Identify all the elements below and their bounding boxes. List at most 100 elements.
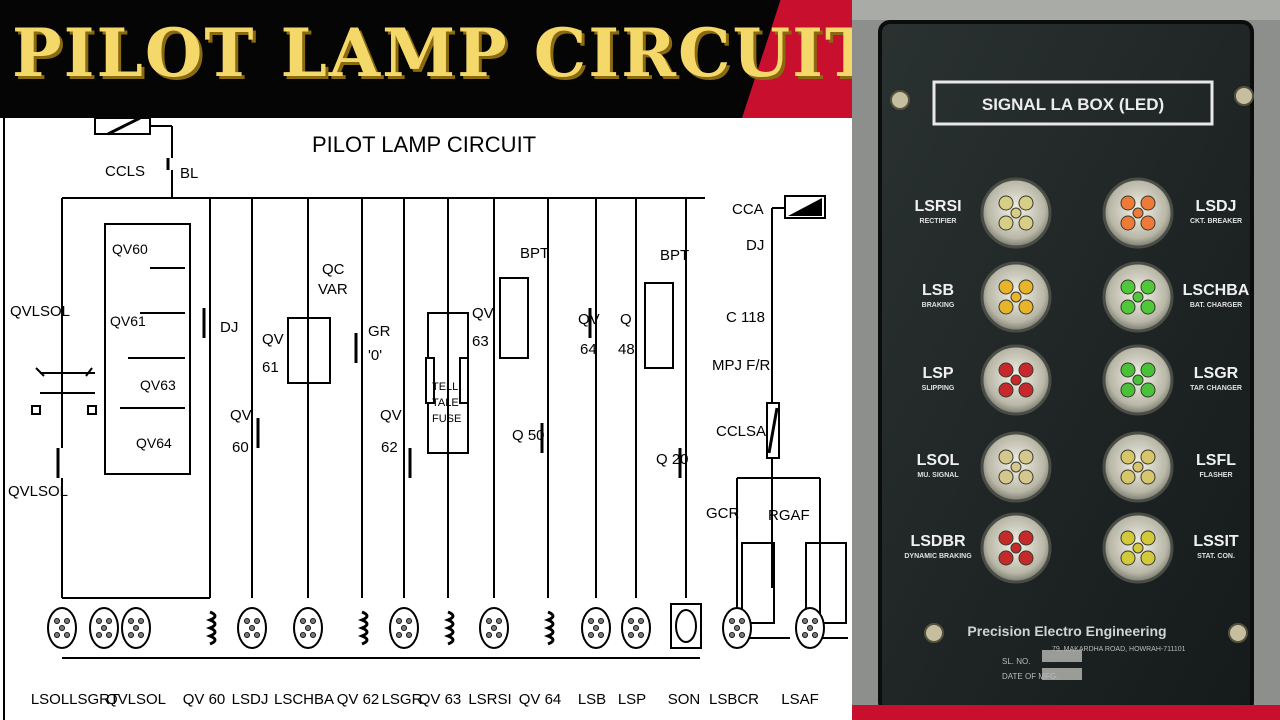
panel-header: SIGNAL LA BOX (LED): [982, 95, 1164, 114]
lamp-led: [1140, 195, 1156, 211]
diagram-label-cca: CCA: [732, 201, 764, 218]
diagram-element-coil: [443, 610, 455, 646]
lamp-led: [1132, 291, 1144, 303]
date-label: DATE OF MFG.: [1002, 672, 1058, 681]
lamp-led: [1018, 382, 1034, 398]
lamp-led: [59, 624, 66, 631]
lamp-led: [1120, 449, 1136, 465]
diagram-element-lamp: [621, 607, 651, 649]
diagram-label-n63: 63: [472, 333, 489, 350]
lamp-led: [1120, 299, 1136, 315]
lamp-led: [1018, 299, 1034, 315]
bottom-label: LSAF: [781, 691, 819, 708]
diagram-element-lamp: [479, 607, 509, 649]
diagram-label-q20: Q 20: [656, 451, 689, 468]
diagram-label-zero: '0': [368, 347, 382, 364]
diagram-title: PILOT LAMP CIRCUIT: [312, 132, 536, 157]
lamp-name: LSGR: [1194, 365, 1239, 382]
lamp-name: LSFL: [1196, 452, 1236, 469]
lamp-led: [1120, 362, 1136, 378]
bottom-label: QV 63: [419, 691, 462, 708]
bottom-label: LSP: [618, 691, 646, 708]
diagram-label-n62: 62: [381, 439, 398, 456]
lamp-led: [638, 617, 645, 624]
lamp-led: [1018, 195, 1034, 211]
lamp-name: LSB: [922, 282, 954, 299]
bottom-label: LSGRT: [69, 691, 119, 708]
diagram-element-lamp: [89, 607, 119, 649]
lamp-led: [1120, 530, 1136, 546]
lamp-led: [1120, 215, 1136, 231]
lamp-name: LSDJ: [1196, 198, 1237, 215]
diagram-label-tale: TALE: [432, 397, 459, 409]
lamp-subtitle: TAP. CHANGER: [1190, 385, 1242, 392]
lamp-subtitle: DYNAMIC BRAKING: [904, 553, 972, 560]
lamp-led: [729, 632, 736, 639]
lamp-name: LSSIT: [1193, 533, 1239, 550]
lamp-led: [299, 617, 306, 624]
coil-symbol: [357, 610, 369, 646]
serial-label: SL. NO.: [1002, 657, 1030, 666]
lamp-led: [1132, 207, 1144, 219]
lamp-led: [400, 624, 407, 631]
lamp-subtitle: BAT. CHARGER: [1190, 302, 1242, 309]
lamp-led: [405, 632, 412, 639]
maker-address: 79, MAKARDHA ROAD, HOWRAH-711101: [1052, 646, 1186, 653]
lamp-led: [96, 632, 103, 639]
bottom-label: LSCHBA: [274, 691, 334, 708]
lamp-led: [1018, 530, 1034, 546]
lamp-led: [802, 617, 809, 624]
diagram-element-coil: [543, 610, 555, 646]
diagram-label-qvlsol_top: QVLSOL: [10, 303, 70, 320]
lamp-led: [739, 617, 746, 624]
diagram-label-n48: 48: [618, 341, 635, 358]
diagram-label-tell: TELL: [432, 381, 458, 393]
lamp-led: [395, 632, 402, 639]
lamp-led: [998, 279, 1014, 295]
bottom-label: QV 60: [183, 691, 226, 708]
lamp-led: [495, 617, 502, 624]
lamp-led: [1140, 550, 1156, 566]
diagram-label-n60: 60: [232, 439, 249, 456]
diagram-label-qv_b: QV: [262, 331, 284, 348]
diagram-label-qv_a: QV: [230, 407, 252, 424]
lamp-led: [807, 624, 814, 631]
lamp-led: [137, 632, 144, 639]
lamp-led: [1120, 469, 1136, 485]
coil-symbol: [443, 610, 455, 646]
lamp-led: [1018, 362, 1034, 378]
lamp-led: [1140, 362, 1156, 378]
lamp-led: [1132, 461, 1144, 473]
lamp-subtitle: RECTIFIER: [920, 218, 957, 225]
diagram-element-coil: [205, 610, 217, 646]
lamp-led: [812, 632, 819, 639]
lamp-led: [1018, 449, 1034, 465]
diagram-label-dj2: DJ: [746, 237, 764, 254]
lamp-led: [395, 617, 402, 624]
lamp-subtitle: FLASHER: [1199, 472, 1232, 479]
lamp-led: [309, 632, 316, 639]
lamp-led: [1140, 215, 1156, 231]
lamp-led: [998, 449, 1014, 465]
diagram-label-n64: 64: [580, 341, 597, 358]
lamp-led: [998, 469, 1014, 485]
lamp-led: [101, 624, 108, 631]
diagram-label-rgaf: RGAF: [768, 507, 810, 524]
lamp-led: [1120, 550, 1136, 566]
lamp-led: [1140, 469, 1156, 485]
diagram-element-coil: [357, 610, 369, 646]
banner: PILOT LAMP CIRCUIT: [0, 0, 852, 118]
lamp-led: [739, 632, 746, 639]
diagram-label-qc: QC: [322, 261, 345, 278]
lamp-led: [1018, 279, 1034, 295]
diagram-label-qv60: QV60: [112, 241, 148, 257]
lamp-led: [812, 617, 819, 624]
lamp-led: [495, 632, 502, 639]
lamp-subtitle: CKT. BREAKER: [1190, 218, 1242, 225]
lamp-subtitle: BRAKING: [922, 302, 955, 309]
diagram-label-ccls: CCLS: [105, 163, 145, 180]
